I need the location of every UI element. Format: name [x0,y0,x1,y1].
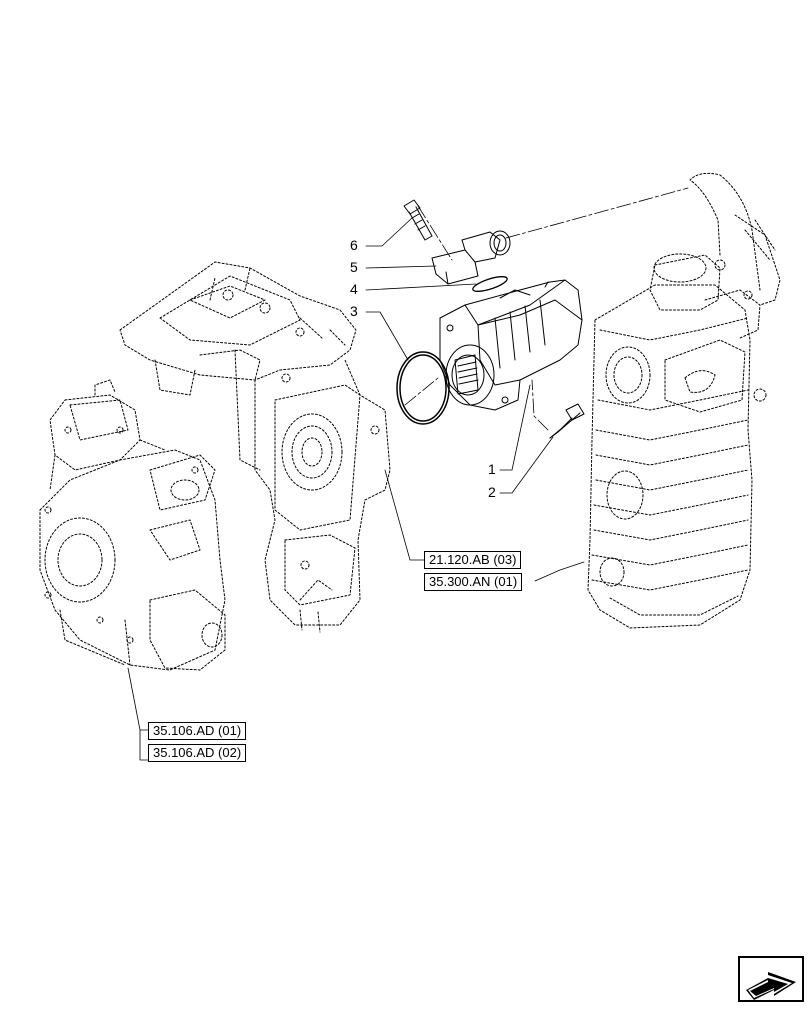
filter-housing-right [587,172,781,629]
part-6-screw [403,199,433,241]
reference-link-35-106-ad-02[interactable]: 35.106.AD (02) [148,744,247,762]
callout-2: 2 [488,484,496,500]
reference-link-35-106-ad-01[interactable]: 35.106.AD (01) [148,722,247,740]
callout-3: 3 [350,303,358,319]
next-page-arrow-icon[interactable] [738,956,804,1011]
callout-1: 1 [488,461,496,477]
part-2-bolt [549,403,585,439]
callout-5: 5 [350,259,358,275]
callout-6: 6 [350,237,358,253]
part-4-oring [472,276,508,292]
reference-link-35-300-an-01[interactable]: 35.300.AN (01) [424,573,523,591]
part-3-oring [396,351,450,425]
alignment-lines [404,187,689,431]
hydraulic-pump-left [39,379,226,671]
callout-4: 4 [350,281,358,297]
part-1-gear-pump [439,279,583,411]
leader-lines [127,217,585,761]
part-5-fitting [431,230,511,285]
reference-link-21-120-ab-03[interactable]: 21.120.AB (03) [424,551,522,569]
transmission-housing [119,261,391,633]
